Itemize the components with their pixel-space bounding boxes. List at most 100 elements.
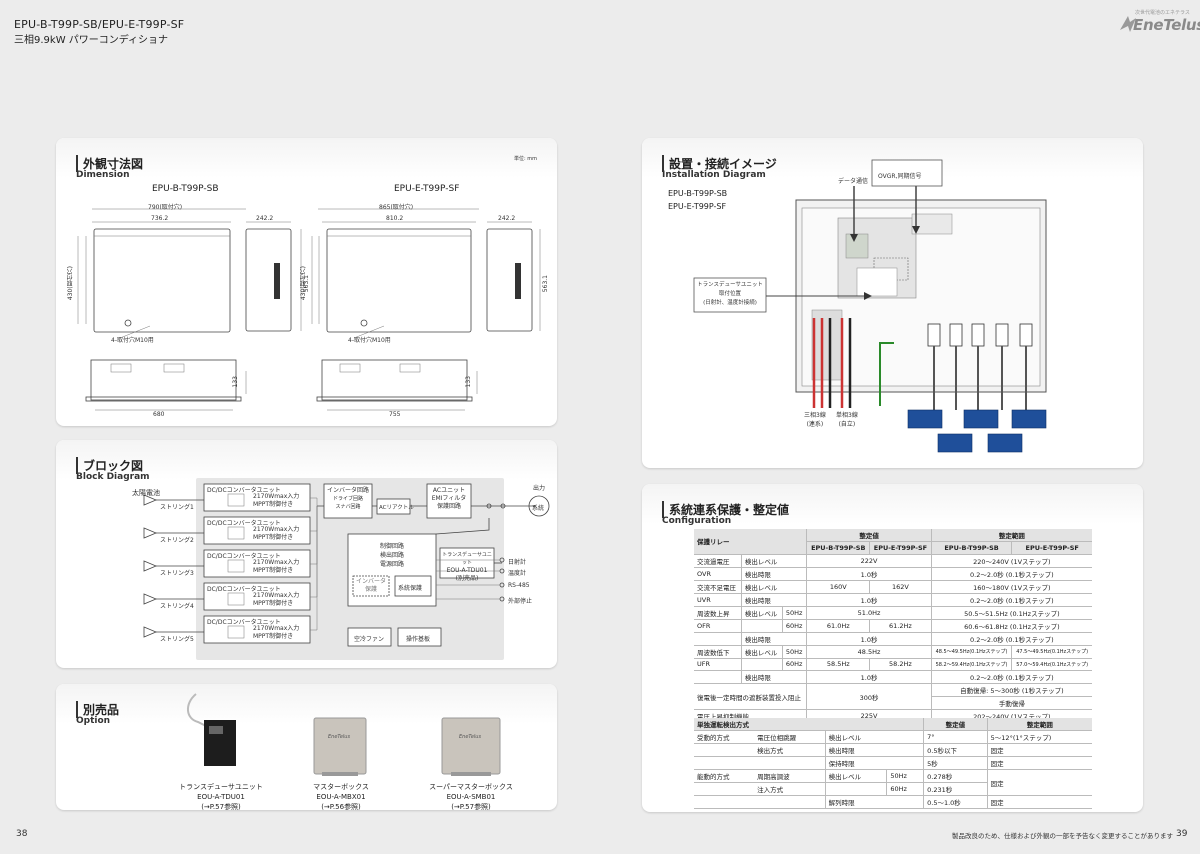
dcdc-unit-box (203, 615, 311, 644)
transducer-line1: トランスデューサユニット (442, 552, 492, 566)
transducer-pos-line3: (日射計、温度計接続) (703, 300, 757, 306)
ac-unit-line2: EMIフィルタ (431, 495, 467, 502)
option-item-transducer: トランスデューサユニット EOU-A-TDU01 (→P.57参照) (179, 783, 263, 810)
thermometer-label: 温度計 (508, 570, 527, 577)
output-label: 出力 (533, 485, 546, 492)
dimension-title: 外観寸法図 (76, 155, 143, 172)
rs485-label: RS-485 (508, 582, 530, 589)
inverter-box-line1: インバータ回路 (326, 487, 369, 494)
solar-panel-icon (963, 409, 999, 429)
solar-string-icon (143, 560, 158, 572)
option-title-en: Option (76, 716, 111, 726)
fan-label: 空冷ファン (354, 636, 385, 643)
mbx-logo: EneTelus (328, 734, 351, 740)
sb-mount-note: 4-取付穴M10用 (111, 337, 154, 344)
config-title: 系統連系保護・整定値 (662, 501, 789, 518)
dcdc-unit-box (203, 516, 311, 545)
install-title-en: Installation Diagram (662, 170, 766, 180)
dcdc-unit-box (203, 483, 311, 512)
block-title-en: Block Diagram (76, 472, 150, 482)
solar-label: 太陽電池 (132, 489, 160, 497)
string-label: ストリング4 (160, 603, 194, 610)
solar-string-icon (143, 527, 158, 539)
sb-model-label: EPU-B-T99P-SB (152, 184, 219, 194)
string-label: ストリング3 (160, 570, 194, 577)
sf-bottom-view (316, 359, 478, 411)
sf-height-side: 430(取付穴) (300, 266, 307, 301)
protection-relay-table: 保護リレー 整定値 整定範囲 EPU-B-T99P-SB EPU-E-T99P-… (694, 529, 1092, 724)
block-diagram (143, 478, 550, 660)
sf-bottom-width: 755 (389, 411, 401, 418)
sf-side-view (486, 221, 541, 332)
control-line2: 検出回路 (379, 552, 404, 559)
installation-card: 設置・接続イメージ Installation Diagram EPU-B-T99… (642, 138, 1143, 468)
ac-unit-line3: 保護回路 (436, 503, 461, 510)
header-model: EPU-B-T99P-SB/EPU-E-T99P-SF (14, 18, 185, 31)
irradiance-label: 日射計 (508, 559, 527, 566)
dimension-card: 外観寸法図 Dimension 単位: mm EPU-B-T99P-SB EPU… (56, 138, 557, 426)
logo-tagline: 次世代電池のエネテラス (1135, 10, 1190, 16)
sf-width-inner: 810.2 (386, 215, 404, 222)
ac-reactor: ACリアクトル (379, 505, 414, 511)
sf-mount-note: 4-取付穴M10用 (348, 337, 391, 344)
inverter-box-line2: ドライブ回路 (332, 496, 363, 502)
solar-panel-icon (987, 433, 1023, 453)
solar-panel-icon (1011, 409, 1047, 429)
data-comm-label: データ通信 (838, 178, 869, 185)
solar-string-icon (143, 626, 158, 638)
block-title: ブロック図 (76, 457, 143, 474)
table-row: 保護リレー 整定値 整定範囲 (694, 529, 1092, 555)
transducer-pos-line1: トランスデューサユニット (697, 282, 763, 288)
dcdc-unit-box (203, 549, 311, 578)
sb-bottom-width: 680 (153, 411, 165, 418)
brand-logo (1118, 6, 1194, 40)
inverter-protect-line1: インバータ (355, 578, 386, 585)
single-phase-line2: (自立) (838, 421, 856, 428)
table-row: EPU-B-T99P-SB EPU-E-T99P-SF EPU-B-T99P-S… (694, 541, 1092, 555)
block-diagram-card: ブロック図 Block Diagram 太陽電池 インバータ回路 ドライブ回路 … (56, 440, 557, 668)
transducer-line2: EOU-A-TDU01 (446, 567, 488, 574)
dcdc-unit-title: DC/DCコンバータユニット (207, 487, 281, 494)
solar-panel-icon (907, 409, 943, 429)
option-images (187, 693, 501, 776)
sf-bottom-height: 133 (465, 376, 472, 388)
logo-mark-icon (1120, 16, 1136, 32)
control-line3: 電源回路 (379, 561, 404, 568)
sf-height-right: 563.1 (542, 275, 549, 293)
dcdc-unit-title: DC/DCコンバータユニット (207, 553, 281, 560)
dimension-drawing (77, 208, 541, 411)
solar-string-icon (143, 494, 158, 506)
three-phase-line1: 三相3線 (804, 412, 826, 419)
sb-width-inner: 736.2 (151, 215, 169, 222)
sb-front-view (77, 208, 246, 339)
three-phase-line2: (連系) (806, 421, 824, 428)
dimension-title-en: Dimension (76, 170, 130, 180)
inverter-protect-line2: 保護 (364, 586, 377, 593)
smb-logo: EneTelus (459, 734, 482, 740)
install-title: 設置・接続イメージ (662, 155, 777, 172)
dcdc-unit-title: DC/DCコンバータユニット (207, 586, 281, 593)
sf-depth: 242.2 (498, 215, 516, 222)
grid-protect: 系統保護 (398, 585, 423, 592)
sf-model-label: EPU-E-T99P-SF (394, 184, 460, 194)
option-item-super-master-box: スーパーマスターボックス EOU-A-SMB01 (→P.57参照) (429, 783, 513, 810)
dcdc-unit-title: DC/DCコンバータユニット (207, 520, 281, 527)
sb-height-side: 430(取付穴) (67, 266, 74, 301)
string-label: ストリング5 (160, 636, 194, 643)
install-model1: EPU-B-T99P-SB (668, 189, 728, 198)
sb-side-view (245, 221, 302, 332)
logo-text: EneTelus (1133, 16, 1200, 34)
